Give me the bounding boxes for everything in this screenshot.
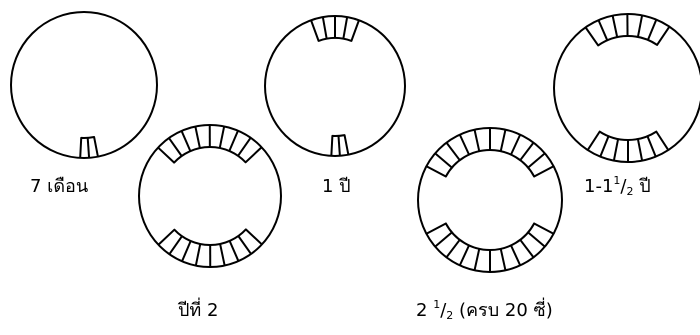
jaw-1-year-teeth-1 (331, 135, 348, 156)
tooth-divider (169, 138, 182, 156)
label-1-to-1-and-half-years: 1-11/2 ปี (584, 176, 651, 198)
jaw-2-and-half-years-teeth-0 (426, 128, 553, 177)
label-7-months: 7 เดือน (30, 176, 88, 198)
tooth-divider (435, 153, 452, 167)
tooth-divider (520, 240, 533, 258)
tooth-divider (511, 245, 520, 265)
tooth-divider (528, 232, 545, 246)
label-year-2: ปีที่ 2 (178, 300, 218, 322)
jaw-7-months-teeth-0 (80, 137, 98, 158)
jaw-7-months-outline (11, 12, 157, 158)
tooth-divider (598, 20, 607, 40)
tooth-divider (475, 130, 480, 151)
tooth-divider (528, 153, 545, 167)
tooth-divider (182, 131, 191, 151)
tooth-divider (238, 236, 251, 254)
jaw-1-to-1-and-half-years-teeth-0 (586, 14, 670, 45)
tooth-divider (638, 15, 642, 37)
tooth-divider (460, 245, 469, 265)
tooth-divider (169, 236, 182, 254)
tooth-divider (475, 249, 480, 270)
tooth-divider (338, 136, 339, 156)
tooth-divider (520, 143, 533, 161)
tooth-divider (647, 136, 655, 156)
tooth-divider (638, 139, 642, 161)
jaw-7-months (11, 12, 157, 158)
tooth-divider (435, 232, 452, 246)
tooth-divider (501, 249, 506, 270)
tooth-divider (220, 126, 224, 148)
tooth-divider (238, 138, 251, 156)
jaw-2-and-half-years-teeth-1 (426, 223, 553, 272)
tooth-divider (323, 17, 327, 39)
tooth-divider (230, 241, 239, 261)
tooth-divider (446, 240, 459, 258)
tooth-divider (88, 138, 89, 158)
tooth-divider (220, 244, 225, 266)
tooth-divider (229, 131, 238, 151)
tooth-divider (182, 241, 191, 261)
jaw-year-2-teeth-1-outline (158, 229, 262, 245)
tooth-divider (343, 17, 347, 39)
jaw-year-2-teeth-1 (158, 229, 262, 267)
label-1-year: 1 ปี (322, 176, 351, 198)
jaw-1-to-1-and-half-years (554, 14, 700, 162)
jaw-1-year (265, 16, 405, 156)
jaw-2-and-half-years (418, 128, 562, 272)
tooth-divider (446, 143, 459, 161)
tooth-divider (613, 16, 618, 38)
jaw-year-2 (139, 125, 281, 267)
tooth-divider (511, 135, 520, 155)
tooth-divider (196, 244, 200, 266)
tooth-divider (614, 139, 618, 161)
label-2-and-half-years: 2 1/2 (ครบ 20 ซี่) (416, 300, 553, 322)
tooth-divider (195, 127, 200, 149)
tooth-divider (648, 20, 656, 40)
tooth-divider (501, 130, 506, 151)
tooth-divider (600, 136, 608, 156)
jaw-year-2-teeth-0-outline (158, 147, 262, 163)
tooth-divider (460, 135, 469, 155)
jaw-1-year-teeth-0 (311, 16, 359, 41)
jaw-year-2-teeth-0 (158, 125, 262, 163)
